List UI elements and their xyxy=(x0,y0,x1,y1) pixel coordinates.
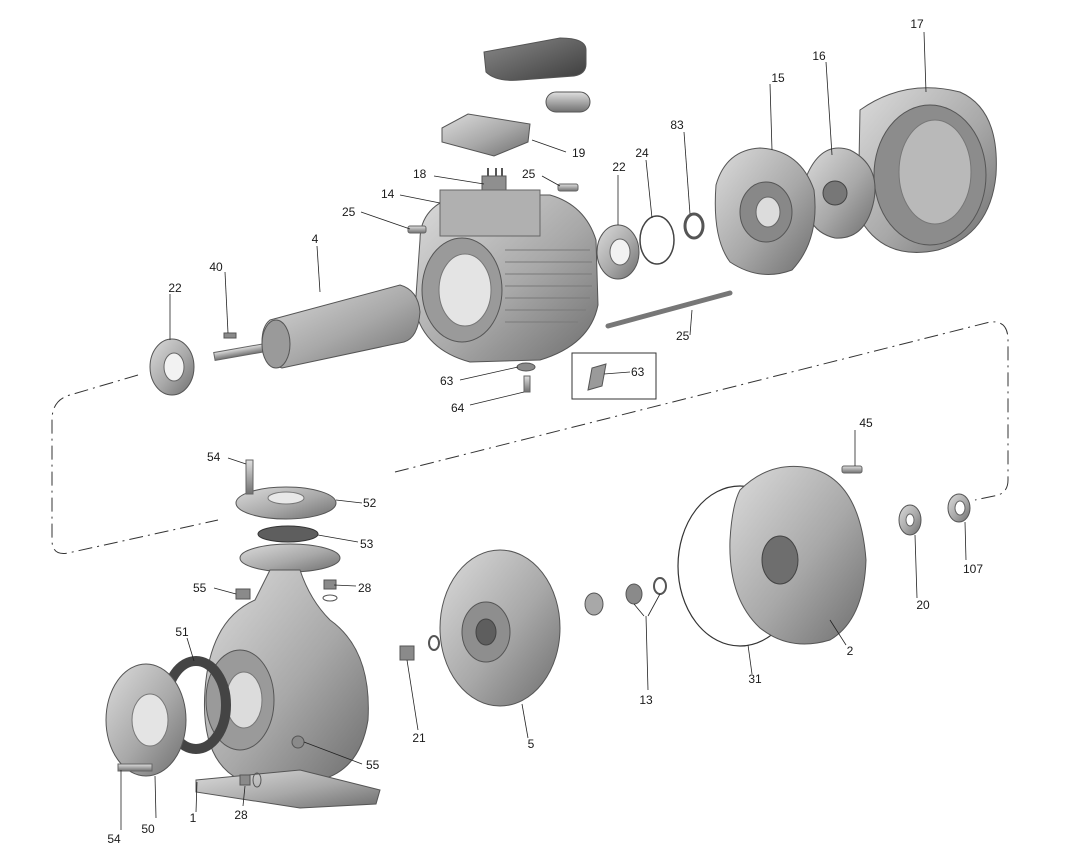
impeller-part xyxy=(439,549,561,707)
flange-gasket-top-part xyxy=(257,525,319,543)
motor-frame-part xyxy=(414,189,599,363)
callout-45: 45 xyxy=(859,416,873,430)
impeller-nut-part xyxy=(399,645,415,661)
capacitor-part xyxy=(545,91,591,113)
priming-plug-part xyxy=(323,579,337,590)
callout-13: 13 xyxy=(639,693,653,707)
callout-20: 20 xyxy=(916,598,930,612)
callout-16: 16 xyxy=(812,49,826,63)
clip-inset-part xyxy=(587,363,607,391)
callout-5: 5 xyxy=(528,737,535,751)
plug-top-part xyxy=(235,588,251,600)
plug-side-part xyxy=(291,735,305,749)
terminal-box-cover-part xyxy=(441,113,531,157)
callout-107: 107 xyxy=(963,562,983,576)
callout-1: 1 xyxy=(190,811,197,825)
callout-2: 2 xyxy=(847,644,854,658)
callout-25-upper: 25 xyxy=(522,167,536,181)
drain-plug-part xyxy=(239,774,251,786)
callout-40: 40 xyxy=(209,260,223,274)
callout-54-top: 54 xyxy=(207,450,221,464)
seal-spring-part xyxy=(625,583,643,605)
assembly-path-upper xyxy=(51,374,219,554)
callout-53: 53 xyxy=(360,537,374,551)
bracket-screw-part xyxy=(841,465,863,474)
fan-part xyxy=(803,147,876,239)
discharge-flange-part xyxy=(235,486,337,520)
callout-63-washer: 63 xyxy=(440,374,454,388)
callout-25-left: 25 xyxy=(342,205,356,219)
callout-22-rear: 22 xyxy=(612,160,626,174)
suction-flange-part xyxy=(105,663,187,777)
callout-17: 17 xyxy=(910,17,924,31)
rotor-part xyxy=(213,284,421,369)
impeller-washer-part xyxy=(428,635,440,651)
clip-inset-frame xyxy=(571,352,657,400)
callout-54-bottom: 54 xyxy=(107,832,121,846)
terminal-board-part xyxy=(481,168,507,191)
key-part xyxy=(223,332,237,339)
assembly-path-lower xyxy=(394,321,1009,501)
callout-28-bottom: 28 xyxy=(234,808,248,822)
callout-28-top: 28 xyxy=(358,581,372,595)
screw-upper-part xyxy=(557,183,579,192)
callout-24: 24 xyxy=(635,146,649,160)
tie-rod-part xyxy=(605,290,733,329)
foot-screw-part xyxy=(523,375,531,393)
callout-51: 51 xyxy=(175,625,189,639)
circlip-part xyxy=(683,212,705,240)
pump-bracket-part xyxy=(729,465,867,645)
callout-63-clip: 63 xyxy=(631,365,645,379)
callout-21: 21 xyxy=(412,731,426,745)
callout-55-top: 55 xyxy=(193,581,207,595)
callout-64: 64 xyxy=(451,401,465,415)
screw-left-part xyxy=(407,225,427,234)
rear-end-shield-part xyxy=(714,147,816,275)
bearing-front-part xyxy=(149,338,195,396)
priming-washer-part xyxy=(322,594,338,602)
seal-sleeve-part xyxy=(584,592,604,616)
bearing-rear-part xyxy=(596,224,640,280)
wave-washer-part xyxy=(639,215,675,265)
callout-55-side: 55 xyxy=(366,758,380,772)
callout-22-front: 22 xyxy=(168,281,182,295)
callout-18: 18 xyxy=(413,167,427,181)
stud-top-part xyxy=(245,459,254,495)
callout-19: 19 xyxy=(572,146,586,160)
callouts: 17 16 15 83 24 22 19 25 18 14 25 4 xyxy=(107,17,983,846)
fan-cover-part xyxy=(857,87,997,253)
stud-bottom-part xyxy=(117,763,153,772)
terminal-box-lid-part xyxy=(483,37,587,81)
foot-washer-part xyxy=(516,362,536,372)
callout-25-rod: 25 xyxy=(676,329,690,343)
drain-washer-part xyxy=(252,772,262,788)
callout-31: 31 xyxy=(748,672,762,686)
callout-4: 4 xyxy=(312,232,319,246)
callout-15: 15 xyxy=(771,71,785,85)
callout-52: 52 xyxy=(363,496,377,510)
callout-14: 14 xyxy=(381,187,395,201)
callout-83: 83 xyxy=(670,118,684,132)
seal-ring-part xyxy=(653,577,667,595)
callout-50: 50 xyxy=(141,822,155,836)
